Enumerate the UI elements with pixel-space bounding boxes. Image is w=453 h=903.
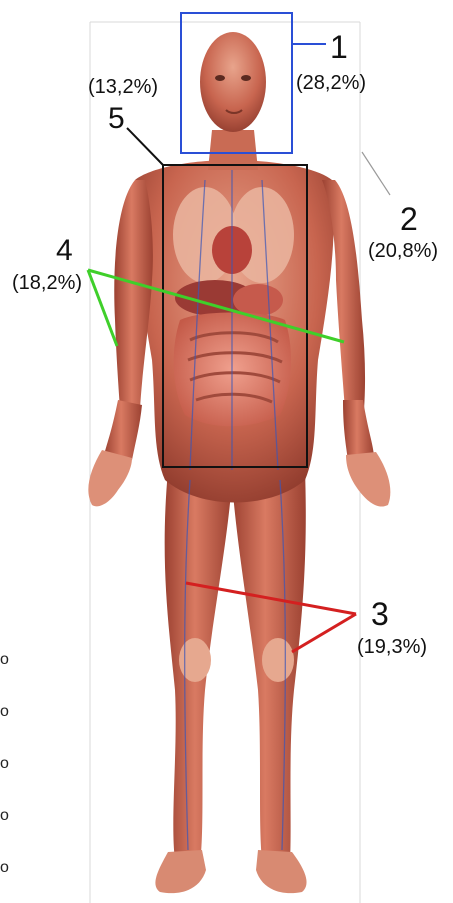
left-hand bbox=[88, 450, 132, 506]
right-foot bbox=[256, 850, 307, 893]
label-4-percent: (18,2%) bbox=[12, 272, 82, 294]
stomach bbox=[233, 284, 283, 316]
left-upper-arm bbox=[114, 180, 153, 410]
side-mark: o bbox=[0, 859, 9, 876]
side-mark: o bbox=[0, 703, 9, 720]
left-foot bbox=[155, 850, 206, 893]
side-marks: o o o o o bbox=[0, 651, 9, 876]
head bbox=[200, 32, 266, 132]
right-hand bbox=[346, 452, 390, 507]
side-mark: o bbox=[0, 807, 9, 824]
region-2-arms: 2 (20,8%) bbox=[362, 152, 438, 262]
label-3-number: 3 bbox=[371, 596, 389, 632]
label-2-percent: (20,8%) bbox=[368, 240, 438, 262]
label-3-percent: (19,3%) bbox=[357, 636, 427, 658]
right-forearm bbox=[343, 400, 374, 460]
side-mark: o bbox=[0, 651, 9, 668]
label-2-number: 2 bbox=[400, 201, 418, 237]
region-3-legs: 3 (19,3%) bbox=[186, 583, 427, 658]
label-5-percent: (13,2%) bbox=[88, 76, 158, 98]
human-figure bbox=[88, 32, 390, 893]
label-5-number: 5 bbox=[108, 102, 125, 135]
label-1-percent: (28,2%) bbox=[296, 72, 366, 94]
label-1-number: 1 bbox=[330, 29, 348, 65]
left-forearm bbox=[104, 400, 142, 460]
label-4-number: 4 bbox=[56, 234, 73, 267]
side-mark: o bbox=[0, 755, 9, 772]
